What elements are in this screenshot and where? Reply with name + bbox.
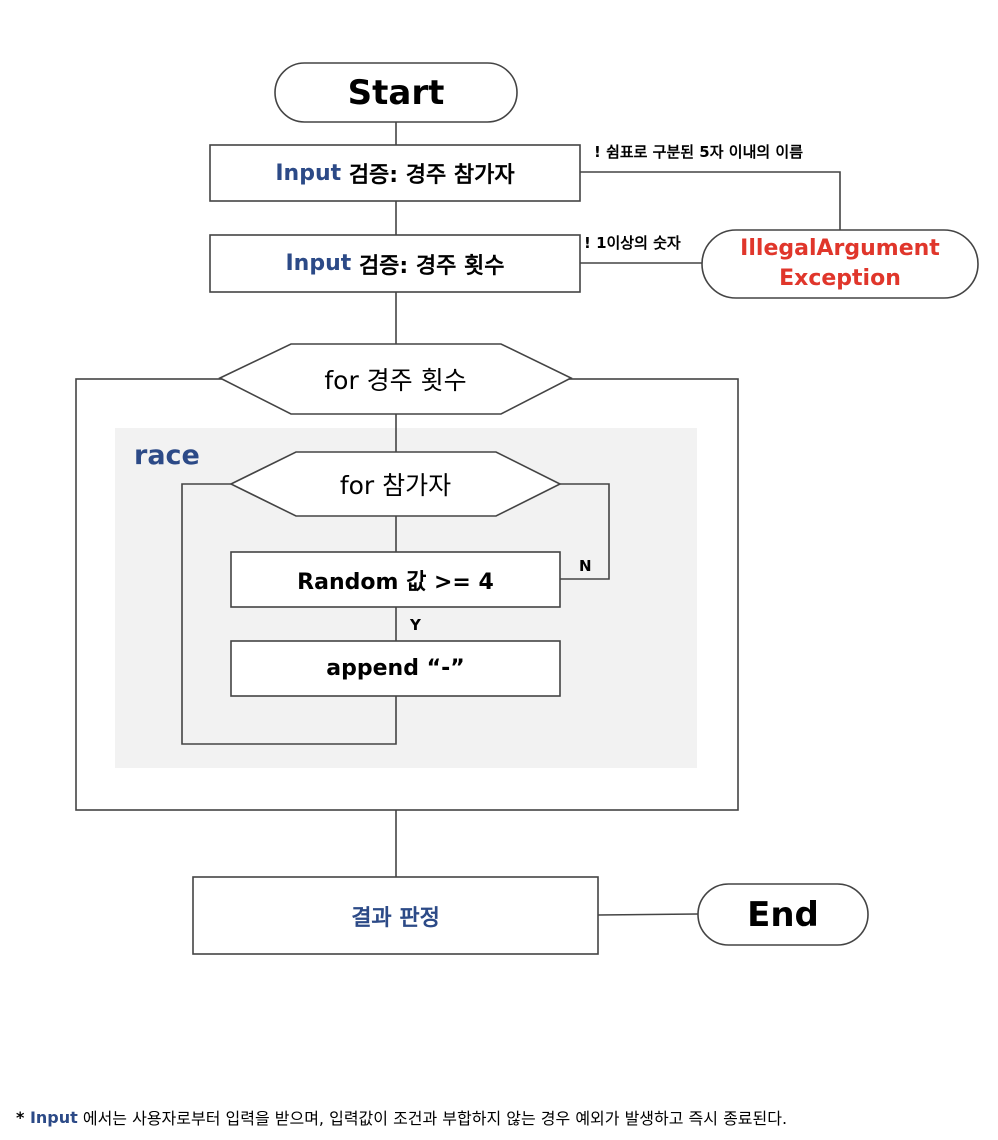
footnote-star: * bbox=[16, 1107, 30, 1127]
rounds-condition-label: ! 1이상의 숫자 bbox=[584, 233, 681, 252]
random-check-label: Random 값 >= 4 bbox=[297, 569, 494, 595]
end-label: End bbox=[747, 894, 819, 935]
input-rounds-label: Input 검증: 경주 횟수 bbox=[210, 235, 580, 292]
append-label: append “-” bbox=[326, 656, 465, 681]
input-participants-label: Input 검증: 경주 참가자 bbox=[210, 145, 580, 201]
result-box bbox=[192, 876, 599, 955]
exception-label: IllegalArgument Exception bbox=[702, 230, 978, 298]
no-branch-label: N bbox=[579, 557, 592, 575]
connector-lines bbox=[181, 122, 841, 916]
start-label: Start bbox=[347, 72, 445, 113]
footnote: * Input 에서는 사용자로부터 입력을 받으며, 입력값이 조건과 부합하… bbox=[16, 1104, 787, 1130]
input-keyword: Input bbox=[285, 251, 352, 276]
exception-terminator bbox=[701, 229, 979, 299]
footnote-keyword: Input bbox=[29, 1107, 78, 1127]
loop-rounds-hexagon bbox=[218, 343, 573, 415]
result-label: 결과 판정 bbox=[351, 905, 440, 931]
start-terminator bbox=[274, 62, 518, 123]
input-keyword: Input bbox=[275, 160, 342, 186]
loop-participants-hexagon bbox=[229, 451, 562, 517]
input-rounds-box bbox=[209, 234, 581, 293]
input-rounds-text: 검증: 경주 횟수 bbox=[351, 253, 505, 279]
exception-line-1: IllegalArgument bbox=[740, 236, 940, 261]
loop-rounds-label: for 경주 횟수 bbox=[324, 366, 467, 395]
footnote-text: 에서는 사용자로부터 입력을 받으며, 입력값이 조건과 부합하지 않는 경우 … bbox=[77, 1109, 788, 1128]
append-box bbox=[230, 640, 561, 697]
participants-condition-label: ! 쉼표로 구분된 5자 이내의 이름 bbox=[594, 142, 803, 161]
end-terminator bbox=[697, 883, 869, 946]
yes-branch-label: Y bbox=[410, 616, 421, 634]
exception-line-2: Exception bbox=[779, 266, 901, 291]
input-participants-text: 검증: 경주 참가자 bbox=[341, 163, 515, 188]
loop-participants-label: for 참가자 bbox=[339, 471, 452, 500]
race-label: race bbox=[134, 439, 200, 471]
random-check-box bbox=[230, 551, 561, 608]
input-participants-box bbox=[209, 144, 581, 202]
